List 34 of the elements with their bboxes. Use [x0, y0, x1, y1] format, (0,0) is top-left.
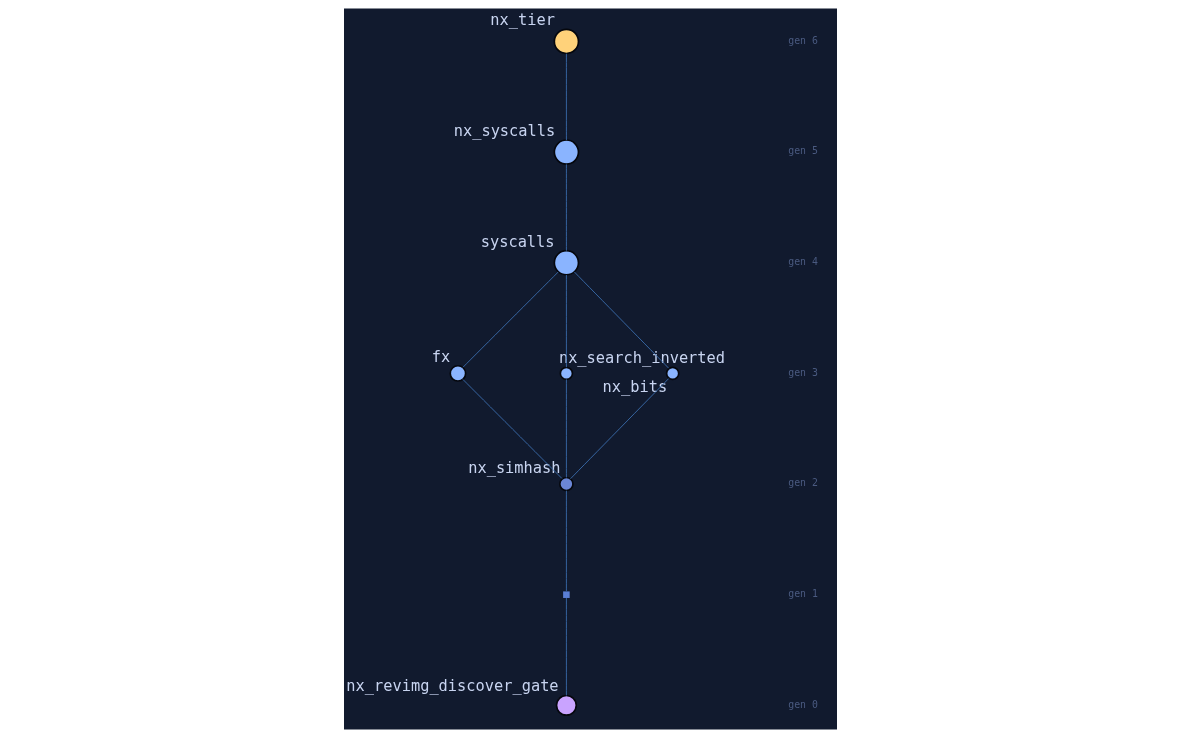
connector: [565, 379, 567, 478]
connector: [565, 274, 567, 368]
connector: [565, 597, 567, 696]
connector: [565, 53, 567, 141]
connector: [461, 379, 562, 479]
label: gen 6: [787, 34, 818, 46]
connector: [462, 271, 559, 368]
node-label: nx_tier: [489, 11, 555, 30]
node-label: fx: [431, 347, 450, 366]
label: gen 3: [787, 366, 818, 378]
node-circle: [559, 366, 573, 381]
node-circle: [555, 694, 577, 717]
node-circle: [553, 28, 579, 55]
node-label: nx_revimg_discover_gate: [345, 677, 559, 696]
node-circle: [665, 366, 679, 381]
connector: [565, 163, 567, 252]
node-label: nx_bits: [602, 377, 667, 396]
node-label: nx_simhash: [467, 459, 561, 478]
node-label: nx_search_inverted: [558, 349, 725, 368]
label: gen 1: [787, 588, 818, 600]
label: gen 2: [787, 477, 818, 489]
label: gen 5: [787, 145, 818, 157]
node-circle: [553, 139, 579, 165]
node-label: syscalls: [480, 232, 555, 251]
node-circle: [553, 249, 579, 276]
node-circle: [448, 364, 466, 382]
connector: [569, 378, 669, 480]
label: gen 4: [787, 256, 818, 268]
node-circle: [558, 476, 574, 492]
node-box: [562, 591, 570, 598]
connector: [573, 271, 669, 369]
node-label: nx_syscalls: [453, 121, 555, 140]
label: gen 0: [787, 698, 818, 710]
connector: [565, 490, 567, 592]
